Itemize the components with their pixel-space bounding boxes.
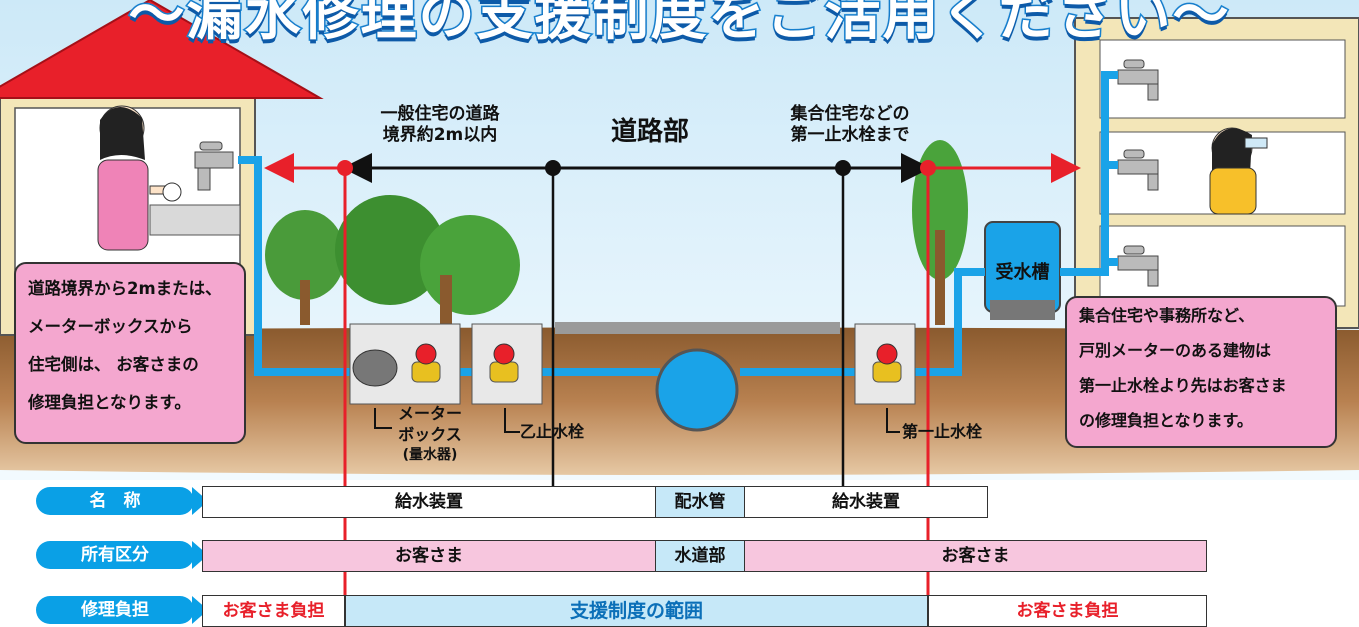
apartment-limit-line1: 集合住宅などの: [790, 104, 910, 124]
meter-box-line3: (量水器): [402, 446, 458, 463]
note-left-line: 道路境界から2mまたは、: [28, 279, 222, 298]
note-right-line: 第一止水栓より先はお客さま: [1079, 376, 1287, 395]
name-cell-supply-right: 給水装置: [744, 486, 988, 518]
road-surface: [555, 322, 840, 334]
row-header-name: 名 称: [36, 487, 208, 515]
row-header-repair: 修理負担: [36, 596, 208, 624]
distribution-main: [655, 348, 739, 432]
boundary-dot-left: [337, 160, 353, 176]
meter-box-label: メーター ボックス (量水器): [390, 404, 470, 464]
house-limit-line1: 一般住宅の道路: [380, 104, 500, 124]
boundary-dot-right: [920, 160, 936, 176]
ownership-cell-water-dept: 水道部: [655, 540, 745, 572]
note-left-line: 修理負担となります。: [28, 393, 191, 412]
meter-boxes: [349, 323, 916, 405]
house: [0, 0, 324, 336]
road-section-label: 道路部: [610, 117, 689, 147]
note-right-line: 集合住宅や事務所など、: [1079, 306, 1255, 325]
water-tank-illustration: [984, 221, 1061, 320]
note-left-line: 住宅側は、 お客さまの: [28, 355, 199, 374]
otsu-valve-label: 乙止水栓: [520, 422, 585, 441]
note-right: 集合住宅や事務所など、 戸別メーターのある建物は 第一止水栓より先はお客さま の…: [1065, 296, 1337, 448]
apartment-limit-label: 集合住宅などの 第一止水栓まで: [760, 104, 940, 147]
first-valve-label: 第一止水栓: [902, 422, 983, 441]
note-right-line: 戸別メーターのある建物は: [1079, 341, 1272, 360]
house-limit-line2: 境界約2m以内: [382, 125, 498, 146]
meter-box-line2: ボックス: [398, 424, 462, 444]
name-cell-supply-left: 給水装置: [202, 486, 656, 518]
house-limit-label: 一般住宅の道路 境界約2m以内: [350, 104, 530, 147]
repair-cell-support-range: 支援制度の範囲: [345, 595, 928, 627]
name-cell-main: 配水管: [655, 486, 745, 518]
callout-lines: [374, 408, 900, 433]
note-left: 道路境界から2mまたは、 メーターボックスから 住宅側は、 お客さまの 修理負担…: [14, 262, 246, 444]
apartment-limit-line2: 第一止水栓まで: [790, 125, 910, 146]
repair-cell-customer-left: お客さま負担: [202, 595, 345, 627]
note-left-line: メーターボックスから: [28, 317, 193, 336]
meter-box-line1: メーター: [397, 404, 462, 423]
page-title: 〜漏水修理の支援制度をご活用ください〜: [127, 0, 1231, 50]
junction-dot-left: [545, 160, 561, 176]
apartment: [1074, 17, 1359, 329]
junction-dot-right: [835, 160, 851, 176]
row-header-ownership: 所有区分: [36, 541, 208, 569]
water-tank-label: 受水槽: [995, 262, 1050, 283]
note-right-line: の修理負担となります。: [1079, 411, 1253, 430]
ownership-cell-customer-left: お客さま: [202, 540, 656, 572]
repair-cell-customer-right: お客さま負担: [928, 595, 1207, 627]
ownership-cell-customer-right: お客さま: [744, 540, 1207, 572]
